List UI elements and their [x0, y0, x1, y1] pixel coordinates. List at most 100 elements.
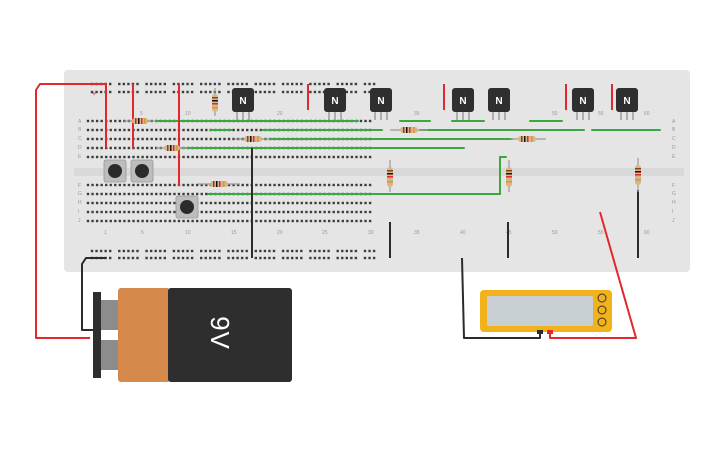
breadboard-hole: [154, 82, 157, 86]
resistor-vertical: [635, 158, 641, 192]
breadboard-hole: [346, 155, 349, 159]
breadboard-hole: [268, 90, 271, 94]
breadboard-hole: [255, 219, 258, 223]
breadboard-hole: [95, 249, 98, 253]
breadboard-hole: [159, 155, 162, 159]
transistor-label: N: [239, 96, 246, 107]
breadboard-hole: [109, 146, 112, 150]
breadboard-hole: [150, 183, 153, 187]
battery-9v[interactable]: [93, 288, 292, 382]
breadboard-hole: [291, 90, 294, 94]
breadboard-hole: [191, 183, 194, 187]
breadboard-hole: [145, 210, 149, 214]
breadboard-hole: [141, 219, 144, 223]
row-letter-g-left: G: [78, 191, 82, 197]
breadboard-hole: [264, 210, 267, 214]
breadboard-hole: [86, 183, 90, 187]
breadboard-hole: [123, 137, 126, 141]
multimeter[interactable]: [480, 290, 612, 334]
breadboard-hole: [118, 201, 122, 205]
breadboard-hole: [337, 210, 340, 214]
breadboard-hole: [318, 219, 322, 223]
breadboard-hole: [163, 90, 166, 94]
breadboard-hole: [163, 82, 166, 86]
npn-transistor: N: [488, 88, 510, 120]
breadboard-hole: [218, 82, 221, 86]
column-number-bottom: 15: [231, 230, 237, 236]
multimeter-mode-button[interactable]: [597, 305, 607, 315]
breadboard-hole: [296, 155, 299, 159]
breadboard-hole: [123, 192, 126, 196]
breadboard-hole: [218, 249, 221, 253]
breadboard-hole: [200, 249, 203, 253]
breadboard-hole: [282, 155, 285, 159]
breadboard-hole: [232, 201, 235, 205]
breadboard-hole: [109, 219, 112, 223]
breadboard-hole: [209, 249, 212, 253]
breadboard-hole: [268, 256, 271, 260]
breadboard-hole: [223, 155, 226, 159]
breadboard-hole: [118, 146, 122, 150]
breadboard-hole: [368, 210, 372, 214]
red-wires: [35, 83, 637, 339]
breadboard-hole: [114, 155, 117, 159]
breadboard-hole: [104, 249, 107, 253]
breadboard-hole: [204, 90, 207, 94]
breadboard-hole: [91, 155, 94, 159]
breadboard-hole: [227, 183, 231, 187]
breadboard-hole: [150, 155, 153, 159]
breadboard-hole: [127, 146, 131, 150]
breadboard-hole: [272, 256, 276, 260]
pushbutton[interactable]: [130, 159, 154, 183]
breadboard-hole: [109, 82, 112, 86]
breadboard-hole: [264, 183, 267, 187]
breadboard-hole: [368, 90, 371, 94]
breadboard-hole: [155, 137, 158, 141]
breadboard-hole: [168, 210, 172, 214]
breadboard-hole: [145, 137, 149, 141]
breadboard-hole: [105, 192, 108, 196]
pushbutton[interactable]: [103, 159, 127, 183]
breadboard-hole: [164, 155, 167, 159]
breadboard-hole: [282, 201, 285, 205]
breadboard-hole: [91, 137, 94, 141]
breadboard-hole: [186, 249, 189, 253]
breadboard-hole: [254, 256, 257, 260]
breadboard-hole: [200, 201, 203, 205]
breadboard-hole: [136, 219, 140, 223]
breadboard-hole: [236, 183, 240, 187]
breadboard-hole: [205, 219, 208, 223]
breadboard-hole: [255, 183, 258, 187]
green-wires: [155, 120, 661, 195]
breadboard-hole: [90, 249, 94, 253]
breadboard-hole: [368, 249, 371, 253]
breadboard-hole: [277, 183, 281, 187]
breadboard-hole: [246, 219, 249, 223]
multimeter-mode-button[interactable]: [597, 317, 607, 327]
breadboard-hole: [268, 210, 272, 214]
breadboard-hole: [164, 201, 167, 205]
breadboard-hole: [168, 192, 172, 196]
row-letter-a-right: A: [672, 119, 676, 125]
breadboard-hole: [246, 201, 249, 205]
breadboard-hole: [200, 128, 203, 132]
breadboard-hole: [145, 128, 149, 132]
breadboard-hole: [259, 128, 263, 132]
breadboard-hole: [114, 146, 117, 150]
breadboard-hole: [105, 155, 108, 159]
breadboard-hole: [204, 82, 207, 86]
multimeter-mode-button[interactable]: [597, 293, 607, 303]
breadboard-hole: [364, 210, 367, 214]
breadboard-hole: [313, 90, 317, 94]
breadboard-hole: [273, 183, 276, 187]
pushbutton[interactable]: [175, 195, 199, 219]
breadboard-hole: [300, 90, 303, 94]
breadboard-hole: [323, 201, 326, 205]
breadboard-hole: [218, 90, 221, 94]
breadboard-hole: [240, 256, 244, 260]
breadboard-hole: [236, 201, 240, 205]
breadboard-hole: [246, 155, 249, 159]
breadboard-hole: [173, 128, 176, 132]
column-number-bottom: 40: [460, 230, 466, 236]
